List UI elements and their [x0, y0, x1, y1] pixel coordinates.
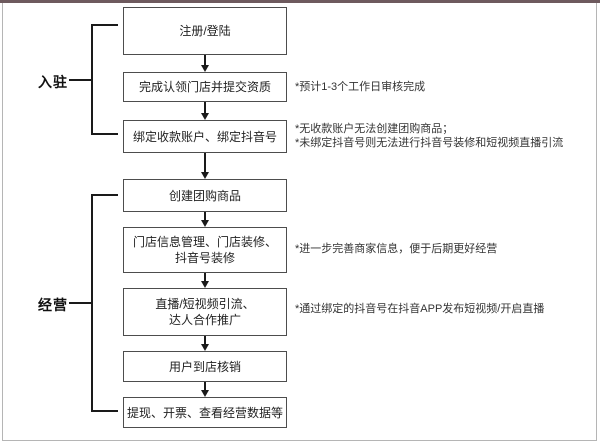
group-bracket-operating-top-arm: [91, 194, 118, 196]
group-bracket-operating: [91, 194, 93, 412]
down-arrow-icon: [197, 102, 213, 120]
group-bracket-onboarding-top-arm: [91, 24, 118, 26]
group-label-operating: 经营: [38, 297, 68, 313]
flow-step-withdraw-invoice-data: 提现、开票、查看经营数据等: [123, 397, 287, 428]
flow-step-claim-store-submit-qualification: 完成认领门店并提交资质: [123, 72, 287, 102]
window-top-edge: [0, 0, 600, 3]
down-arrow-icon: [197, 55, 213, 72]
flow-step-customer-redeem-in-store: 用户到店核销: [123, 351, 287, 382]
down-arrow-icon: [197, 273, 213, 288]
down-arrow-icon: [197, 153, 213, 179]
down-arrow-icon: [197, 212, 213, 227]
flow-step-live-shortvideo-promotion: 直播/短视频引流、 达人合作推广: [123, 288, 287, 336]
down-arrow-icon: [197, 336, 213, 351]
page-frame-border: [2, 3, 597, 441]
annotation-binding-requirements: *无收款账户无法创建团购商品； *未绑定抖音号则无法进行抖音号装修和短视频直播引…: [295, 123, 564, 149]
annotation-complete-merchant-info: *进一步完善商家信息，便于后期更好经营: [295, 243, 498, 255]
group-bracket-onboarding-connector: [69, 79, 91, 81]
group-bracket-onboarding-bottom-arm: [91, 133, 118, 135]
down-arrow-icon: [197, 382, 213, 397]
group-bracket-operating-bottom-arm: [91, 410, 118, 412]
group-bracket-operating-connector: [69, 302, 91, 304]
flow-step-create-group-buy-product: 创建团购商品: [123, 179, 287, 212]
group-label-onboarding: 入驻: [38, 74, 68, 90]
annotation-review-time: *预计1-3个工作日审核完成: [295, 81, 426, 93]
group-bracket-onboarding: [91, 24, 93, 135]
flow-step-store-info-decoration: 门店信息管理、门店装修、 抖音号装修: [123, 227, 287, 273]
flow-step-bind-payment-douyin-account: 绑定收款账户、绑定抖音号: [123, 120, 287, 153]
flow-step-register-login: 注册/登陆: [123, 7, 287, 55]
annotation-publish-via-douyin-app: *通过绑定的抖音号在抖音APP发布短视频/开启直播: [295, 303, 545, 315]
